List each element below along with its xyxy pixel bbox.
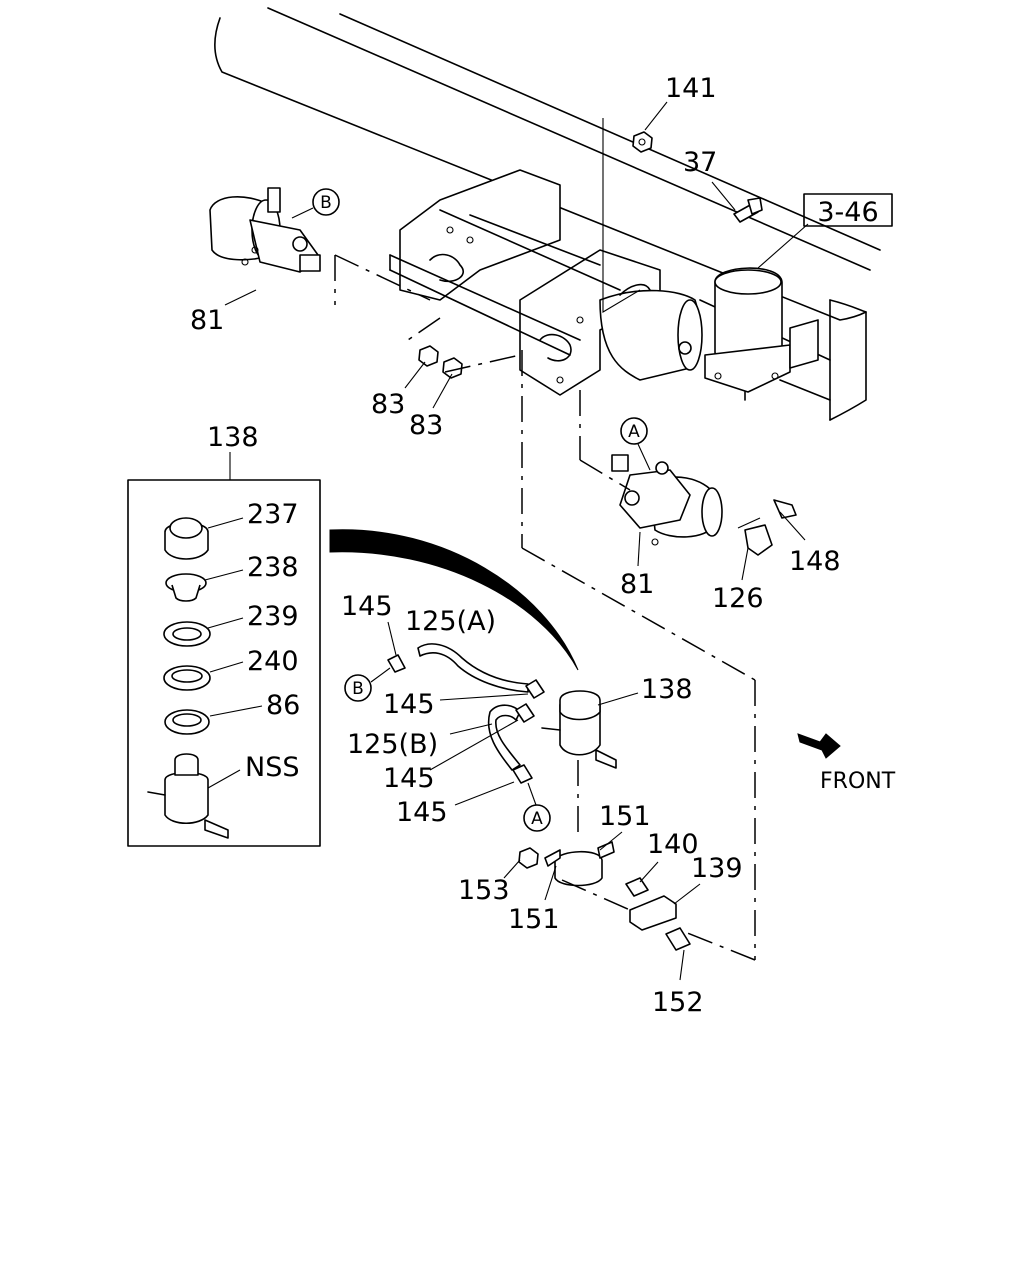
seal-240 <box>163 665 211 691</box>
clamp-145-b <box>525 679 545 699</box>
pump-top-left <box>209 187 321 273</box>
kit-box-138 <box>127 479 321 847</box>
filter-238 <box>165 573 207 602</box>
hose-125b <box>487 704 521 771</box>
mounting-bracket <box>389 169 661 396</box>
air-tank <box>599 283 703 381</box>
reference-box-3-46: 3-46 <box>803 193 893 228</box>
fitting-148 <box>773 499 797 519</box>
bolt-152 <box>665 927 691 951</box>
svg-text:A: A <box>628 422 640 442</box>
nut-141 <box>632 131 653 153</box>
marker-b-top: B <box>291 188 340 219</box>
nut-153 <box>518 847 539 869</box>
callout-81-top: 81 <box>190 305 224 336</box>
callout-148: 148 <box>789 546 841 577</box>
air-dryer <box>704 267 819 401</box>
callout-86: 86 <box>266 690 300 721</box>
elbow-fitting-126 <box>744 524 773 556</box>
callout-145-a: 145 <box>341 591 393 622</box>
callout-138: 138 <box>641 674 693 705</box>
callout-145-c: 145 <box>383 763 435 794</box>
bracket-139 <box>629 895 677 931</box>
hardware-leaders <box>503 831 701 981</box>
svg-text:A: A <box>531 809 543 829</box>
leader-lines <box>224 101 809 961</box>
hose-leaders <box>387 621 537 806</box>
callout-81-bottom: 81 <box>620 569 654 600</box>
callout-138-kit: 138 <box>207 422 259 453</box>
bolt-37 <box>733 197 763 223</box>
front-label: FRONT <box>820 769 896 794</box>
callout-151-a: 151 <box>599 801 651 832</box>
callout-145-d: 145 <box>396 797 448 828</box>
clamp-145-d <box>512 764 533 784</box>
marker-a-top: A <box>620 417 651 471</box>
marker-a-bottom: A <box>523 804 551 832</box>
hose-125a <box>417 643 529 693</box>
callout-153: 153 <box>458 875 510 906</box>
svg-text:B: B <box>352 679 364 699</box>
callout-126: 126 <box>712 583 764 614</box>
front-arrow-icon <box>797 733 841 759</box>
bracket-151 <box>544 841 615 887</box>
callout-83-a: 83 <box>371 389 405 420</box>
nut-83-b <box>442 357 463 379</box>
clamp-145-a <box>387 654 406 673</box>
callout-37: 37 <box>683 147 717 178</box>
callout-151-b: 151 <box>508 904 560 935</box>
cap-237 <box>164 517 209 560</box>
callout-152: 152 <box>652 987 704 1018</box>
callout-239: 239 <box>247 601 299 632</box>
callout-145-b: 145 <box>383 689 435 720</box>
svg-text:B: B <box>320 193 332 213</box>
callout-238: 238 <box>247 552 299 583</box>
clamp-145-c <box>515 703 535 723</box>
seal-239 <box>163 621 211 647</box>
callout-83-b: 83 <box>409 410 443 441</box>
reservoir-nss <box>147 753 229 839</box>
callout-nss: NSS <box>245 752 299 783</box>
kit-leaders <box>204 517 263 789</box>
callout-labels: 141 37 81 83 83 138 237 238 239 240 86 N… <box>190 73 896 1018</box>
callout-139: 139 <box>691 853 743 884</box>
ring-86 <box>164 709 210 735</box>
svg-text:3-46: 3-46 <box>817 197 878 228</box>
nut-83-a <box>418 345 439 367</box>
callout-237: 237 <box>247 499 299 530</box>
pump-bottom-right <box>611 454 723 546</box>
kit-pointer-arrow <box>329 529 579 671</box>
callout-240: 240 <box>247 646 299 677</box>
marker-b-left: B <box>344 667 391 702</box>
reservoir-138 <box>541 690 639 840</box>
callout-125a: 125(A) <box>405 606 496 637</box>
bolt-140 <box>625 877 649 897</box>
callout-140: 140 <box>647 829 699 860</box>
callout-141: 141 <box>665 73 717 104</box>
callout-125b: 125(B) <box>347 729 438 760</box>
